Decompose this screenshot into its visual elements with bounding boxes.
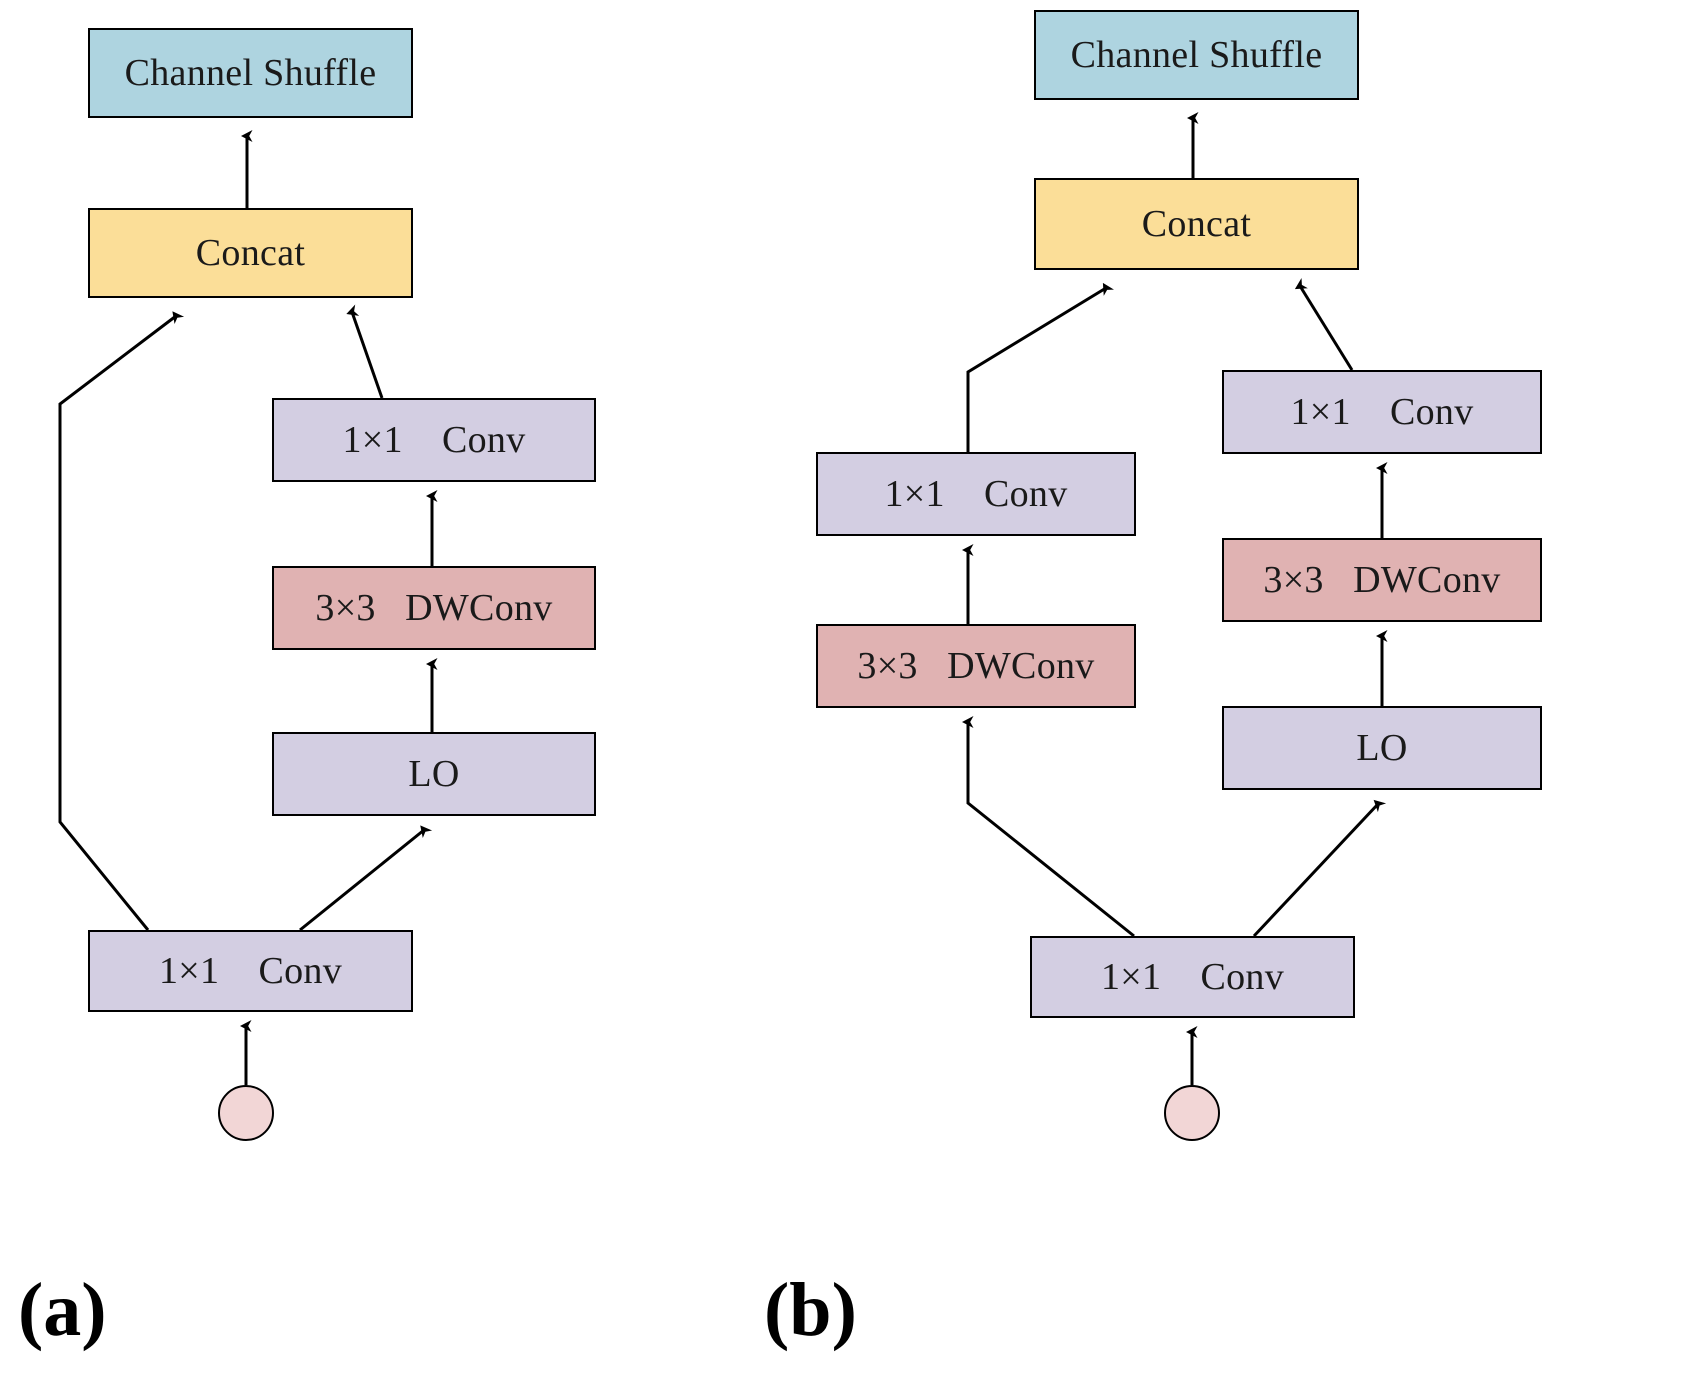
- node-concat-b[interactable]: Concat: [1034, 178, 1359, 270]
- edge-conv-bottom-to-lo-b: [1252, 799, 1387, 938]
- node-channel-shuffle-a[interactable]: Channel Shuffle: [88, 28, 413, 118]
- panel-label-b: (b): [764, 1268, 857, 1352]
- node-dwconv-3x3-left-b[interactable]: 3×3 DWConv: [816, 624, 1136, 708]
- edge-conv-top-to-concat-a: [346, 304, 384, 399]
- node-input-dot-a[interactable]: [218, 1085, 274, 1141]
- node-conv-1x1-right-b[interactable]: 1×1 Conv: [1222, 370, 1542, 454]
- edge-skip-conv-bottom-to-concat-a: [58, 311, 185, 931]
- edge-conv-bottom-to-dwconv-left-b: [962, 716, 1135, 938]
- node-lo-a[interactable]: LO: [272, 732, 596, 816]
- node-lo-b[interactable]: LO: [1222, 706, 1542, 790]
- edge-conv-left-to-concat-b: [966, 282, 1114, 452]
- node-conv-1x1-top-a[interactable]: 1×1 Conv: [272, 398, 596, 482]
- panel-label-a: (a): [18, 1268, 107, 1352]
- node-dwconv-3x3-right-b[interactable]: 3×3 DWConv: [1222, 538, 1542, 622]
- edge-conv-bottom-to-lo-a: [299, 825, 433, 932]
- node-concat-a[interactable]: Concat: [88, 208, 413, 298]
- node-channel-shuffle-b[interactable]: Channel Shuffle: [1034, 10, 1359, 100]
- node-dwconv-3x3-a[interactable]: 3×3 DWConv: [272, 566, 596, 650]
- node-conv-1x1-left-b[interactable]: 1×1 Conv: [816, 452, 1136, 536]
- edge-conv-right-to-concat-b: [1294, 278, 1354, 371]
- node-conv-1x1-bottom-a[interactable]: 1×1 Conv: [88, 930, 413, 1012]
- node-input-dot-b[interactable]: [1164, 1085, 1220, 1141]
- node-conv-1x1-bottom-b[interactable]: 1×1 Conv: [1030, 936, 1355, 1018]
